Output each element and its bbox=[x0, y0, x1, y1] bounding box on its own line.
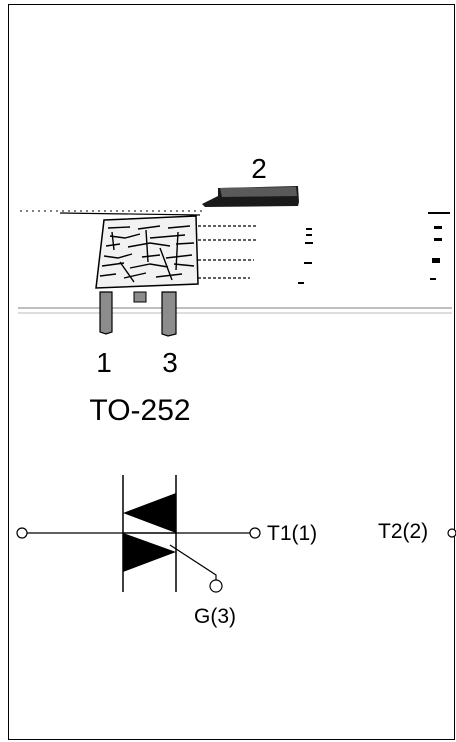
lead-pin-2-stub bbox=[133, 291, 147, 303]
pin-3-label: 3 bbox=[162, 347, 178, 378]
t2-label: T2(2) bbox=[378, 520, 428, 543]
package-body-texture bbox=[99, 225, 195, 283]
gate-label: G(3) bbox=[194, 605, 236, 628]
t1-label: T1(1) bbox=[267, 522, 317, 545]
package-tab-highlight bbox=[220, 187, 297, 197]
package-name: TO-252 bbox=[89, 394, 190, 427]
diagram-frame bbox=[8, 4, 455, 740]
package-side-marks bbox=[298, 212, 450, 284]
pin-1-label: 1 bbox=[96, 347, 112, 378]
lead-pin-3 bbox=[161, 291, 177, 337]
triac-symbol: T1(1) T2(2) G(3) bbox=[16, 475, 456, 628]
left-terminal-circle bbox=[16, 527, 28, 539]
tab-pin-label: 2 bbox=[251, 153, 267, 184]
t1-terminal-circle bbox=[249, 527, 261, 539]
to252-package-drawing: 2 1 3 TO-252 bbox=[18, 153, 452, 427]
package-side-leads bbox=[198, 225, 258, 279]
gate-terminal-circle bbox=[209, 579, 223, 593]
lead-pin-1 bbox=[99, 291, 113, 335]
t2-terminal-circle bbox=[447, 528, 456, 538]
triac-triangle-top bbox=[123, 493, 176, 533]
gate-wire bbox=[169, 544, 217, 580]
triac-triangle-bottom bbox=[123, 533, 176, 572]
package-bottom-leads bbox=[99, 291, 177, 337]
package-top-edge-2 bbox=[59, 212, 201, 216]
